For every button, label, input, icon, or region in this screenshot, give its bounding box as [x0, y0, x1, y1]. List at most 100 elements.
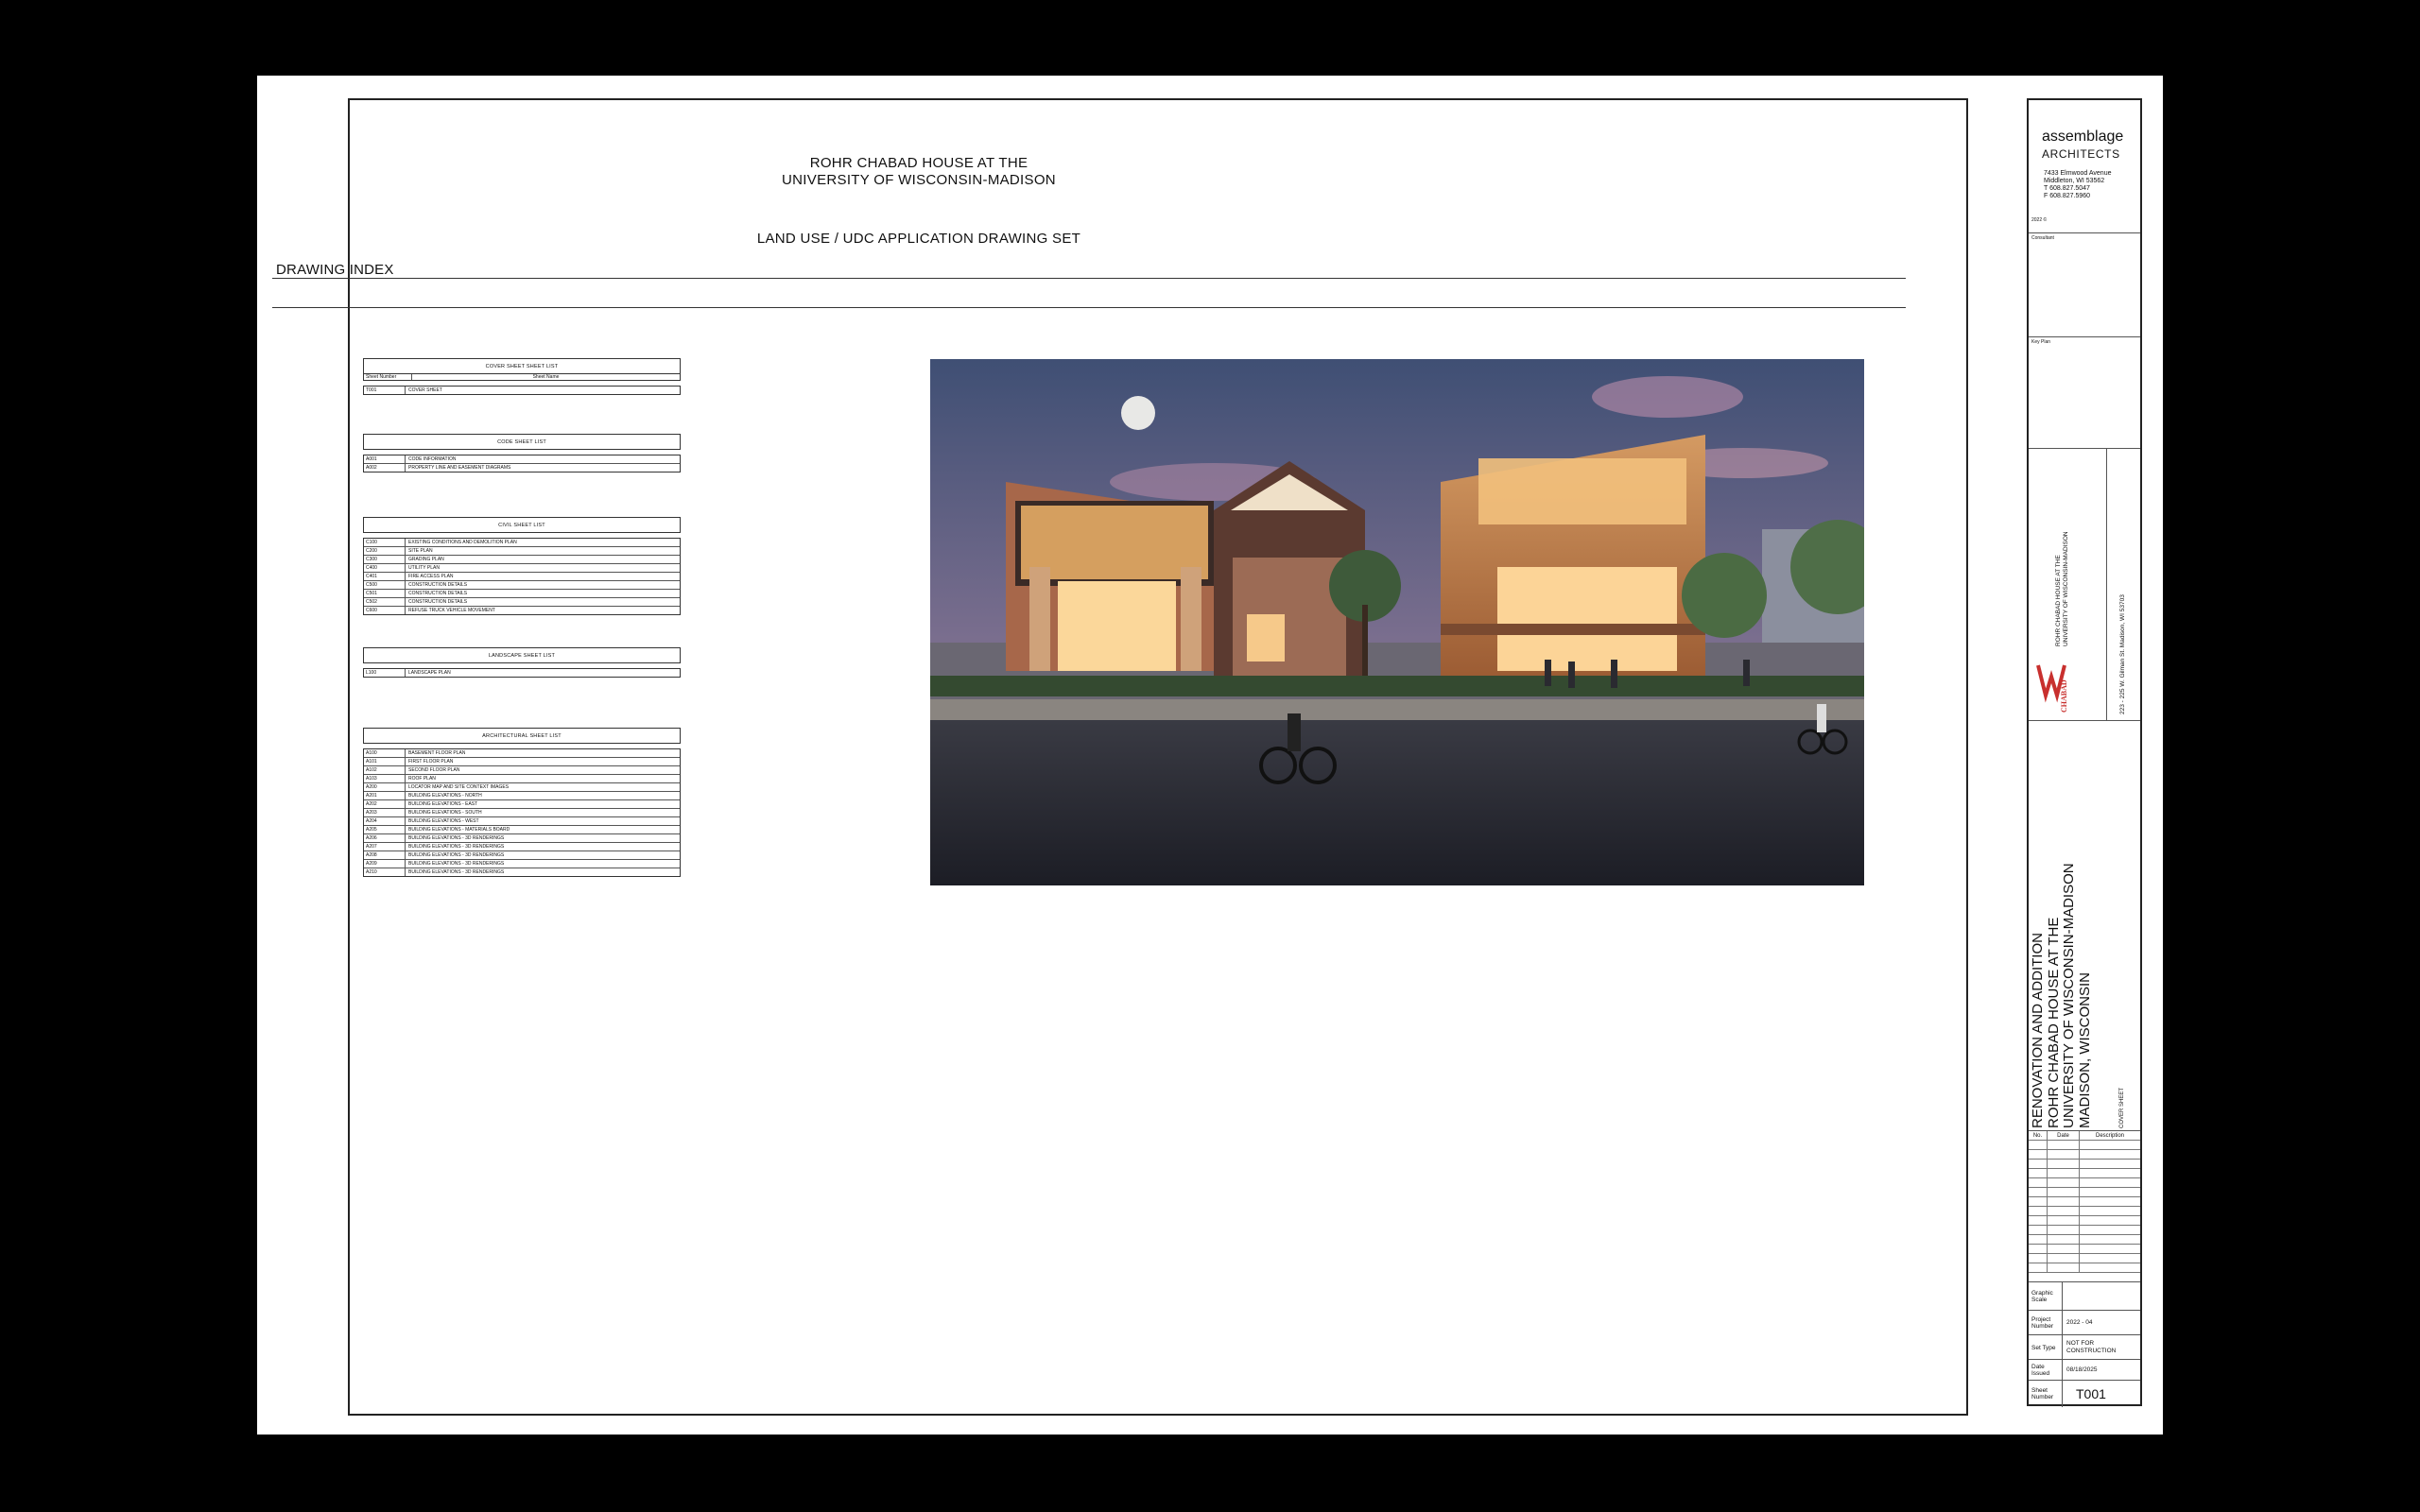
sheet-list-title: COVER SHEET SHEET LIST	[363, 358, 681, 374]
sheet-name-cell: BUILDING ELEVATIONS - SOUTH	[408, 810, 482, 816]
project-info-box: CHABAD ROHR CHABAD HOUSE AT THE UNIVERSI…	[2029, 448, 2140, 721]
column-divider	[2106, 448, 2107, 720]
revision-row	[2029, 1207, 2140, 1216]
rendering-illustration	[930, 359, 1864, 885]
sheet-name-cell: REFUSE TRUCK VEHICLE MOVEMENT	[408, 608, 495, 613]
sheet-number-cell: A001	[364, 455, 406, 463]
sheet-name-cell: UTILITY PLAN	[408, 565, 440, 571]
set-type: NOT FOR CONSTRUCTION	[2066, 1340, 2117, 1354]
revision-row	[2029, 1216, 2140, 1226]
project-number-row: Project Number 2022 - 04	[2029, 1310, 2140, 1335]
sheet-list-column-headers: Sheet Number Sheet Name	[363, 374, 681, 381]
rev-header-description: Description	[2095, 1132, 2124, 1139]
revision-rows	[2029, 1141, 2140, 1273]
project-number: 2022 - 04	[2066, 1319, 2093, 1326]
revision-row	[2029, 1141, 2140, 1150]
divider-line	[272, 307, 1906, 308]
sheet-number-cell: A100	[364, 749, 406, 757]
sheet-list-title: CIVIL SHEET LIST	[363, 517, 681, 533]
cover-sheet-list: COVER SHEET SHEET LIST Sheet Number Shee…	[363, 358, 681, 395]
chabad-logo-icon: CHABAD	[2036, 664, 2068, 713]
sheet-name-cell: EXISTING CONDITIONS AND DEMOLITION PLAN	[408, 540, 517, 545]
set-type-row: Set Type NOT FOR CONSTRUCTION	[2029, 1334, 2140, 1360]
revision-row	[2029, 1263, 2140, 1273]
project-name-small-line: UNIVERSITY OF WISCONSIN-MADISON	[2063, 531, 2069, 646]
sheet-name-cell: FIRST FLOOR PLAN	[408, 759, 454, 765]
date-issued: 08/18/2025	[2066, 1366, 2098, 1373]
revision-row	[2029, 1178, 2140, 1188]
project-name-line: UNIVERSITY OF WISCONSIN-MADISON	[2061, 863, 2077, 1128]
project-name-large: RENOVATION AND ADDITION ROHR CHABAD HOUS…	[2030, 863, 2093, 1128]
rev-header-date: Date	[2048, 1131, 2080, 1140]
revision-row	[2029, 1197, 2140, 1207]
sheet-name-cell: PROPERTY LINE AND EASEMENT DIAGRAMS	[408, 465, 511, 471]
sheet-name-cell: CONSTRUCTION DETAILS	[408, 582, 468, 588]
consultant-label: Consultant	[2031, 235, 2054, 241]
graphic-scale-row: Graphic Scale	[2029, 1281, 2140, 1311]
sheet-number-cell: A200	[364, 783, 406, 791]
address-line: Middleton, WI 53562	[2044, 178, 2105, 184]
project-name-small: ROHR CHABAD HOUSE AT THE UNIVERSITY OF W…	[2055, 531, 2070, 646]
project-number-label: Project Number	[2029, 1311, 2063, 1335]
sheet-name-cell: BUILDING ELEVATIONS - 3D RENDERINGS	[408, 852, 505, 858]
sheet-number-cell: C502	[364, 598, 406, 606]
project-title-line-2: UNIVERSITY OF WISCONSIN-MADISON	[782, 172, 1056, 188]
sheet-number-cell: L100	[364, 669, 406, 677]
drawing-sheet: ROHR CHABAD HOUSE AT THE UNIVERSITY OF W…	[257, 76, 2163, 1435]
sheet-number-cell: A210	[364, 868, 406, 876]
project-title-line-1: ROHR CHABAD HOUSE AT THE	[809, 155, 1028, 171]
sheet-number-cell: C100	[364, 539, 406, 546]
consultant-box: Consultant	[2029, 232, 2140, 337]
sheet-number-label: Sheet Number	[2029, 1381, 2063, 1407]
sheet-number: T001	[2076, 1386, 2106, 1401]
sheet-name-cell: SITE PLAN	[408, 548, 433, 554]
firm-subtitle: ARCHITECTS	[2042, 147, 2120, 161]
copyright-year: 2022 ©	[2031, 217, 2048, 223]
revision-table: No. Date Description	[2029, 1130, 2140, 1273]
sheet-name-cell: BUILDING ELEVATIONS - MATERIALS BOARD	[408, 827, 510, 833]
sheet-number-cell: C200	[364, 547, 406, 555]
revision-row	[2029, 1226, 2140, 1235]
project-address: 223 - 225 W. Gilman St. Madison, WI 5370…	[2119, 594, 2126, 714]
project-name-small-line: ROHR CHABAD HOUSE AT THE	[2055, 555, 2062, 646]
sheet-number-cell: C500	[364, 581, 406, 589]
revision-row	[2029, 1254, 2140, 1263]
divider-line	[272, 278, 1906, 279]
title-block: assemblage ARCHITECTS 7433 Elmwood Avenu…	[2027, 98, 2142, 1407]
project-name-line: MADISON, WISCONSIN	[2076, 971, 2093, 1128]
revision-header-row: No. Date Description	[2029, 1131, 2140, 1141]
revision-row	[2029, 1160, 2140, 1169]
sheet-name-cell: LOCATOR MAP AND SITE CONTEXT IMAGES	[408, 784, 510, 790]
sheet-number-cell: A002	[364, 464, 406, 472]
column-header-name: Sheet Name	[532, 374, 560, 380]
sheet-number-cell: A201	[364, 792, 406, 799]
sheet-name-cell: GRADING PLAN	[408, 557, 444, 562]
set-title: LAND USE / UDC APPLICATION DRAWING SET	[756, 231, 1081, 247]
drawing-border	[348, 98, 1968, 1416]
